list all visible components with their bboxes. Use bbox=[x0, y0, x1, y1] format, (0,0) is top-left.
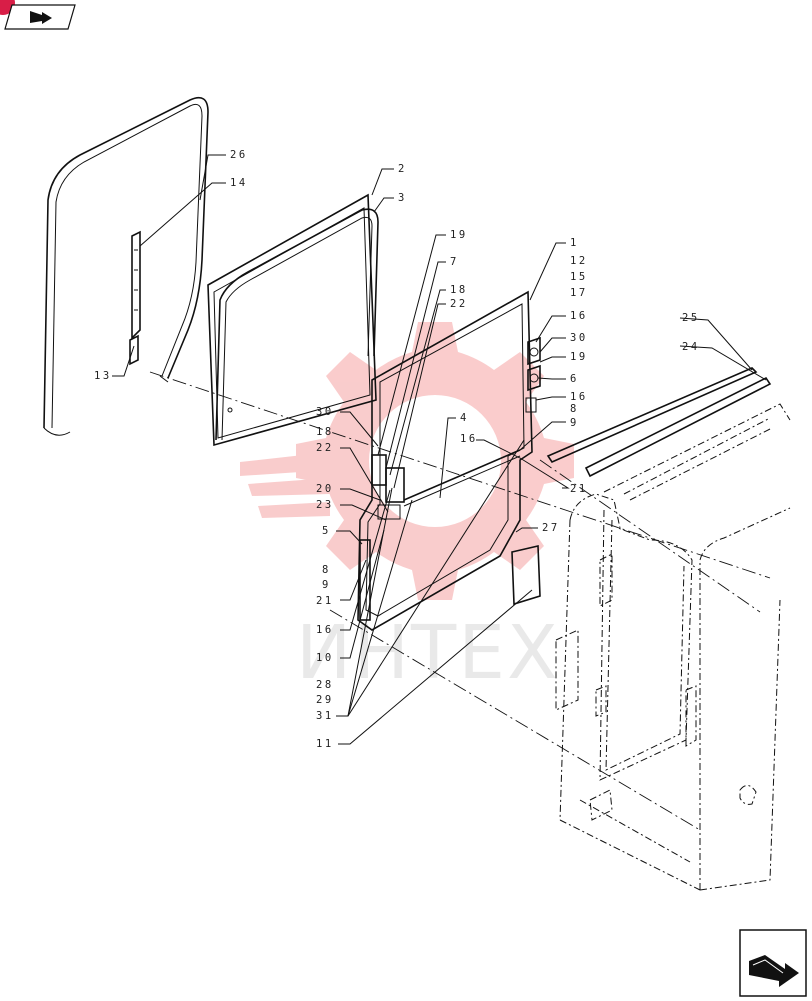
callout-19-top: 19 bbox=[450, 229, 468, 241]
callout-labels: 26 14 13 2 3 19 7 18 22 1 12 15 17 16 30… bbox=[94, 149, 700, 750]
part-26-outer-seal bbox=[43, 96, 209, 436]
callout-18-left: 18 bbox=[316, 426, 334, 438]
callout-5: 5 bbox=[322, 525, 331, 537]
callout-16-b: 16 bbox=[570, 391, 588, 403]
callout-6: 6 bbox=[570, 373, 579, 385]
previous-page-button[interactable] bbox=[4, 4, 76, 30]
next-page-button[interactable] bbox=[739, 929, 807, 997]
callout-24: 24 bbox=[682, 341, 700, 353]
part-1-door-frame bbox=[357, 290, 541, 631]
part-13-clip bbox=[129, 334, 139, 366]
callout-11: 11 bbox=[316, 738, 334, 750]
page-forward-arrow-icon bbox=[739, 929, 807, 997]
watermark: ИНТЕХ bbox=[240, 322, 574, 696]
part-25-strip bbox=[546, 367, 758, 464]
assembly-axis-lines bbox=[149, 371, 771, 831]
callout-16-d: 16 bbox=[316, 624, 334, 636]
callout-1: 1 bbox=[570, 237, 579, 249]
part-14-strip bbox=[131, 230, 141, 340]
callout-17: 17 bbox=[570, 287, 588, 299]
callout-19-right: 19 bbox=[570, 351, 588, 363]
callout-16-a: 16 bbox=[570, 310, 588, 322]
callout-3: 3 bbox=[398, 192, 407, 204]
callout-9-left: 9 bbox=[322, 579, 331, 591]
callout-31: 31 bbox=[316, 710, 334, 722]
callout-22-top: 22 bbox=[450, 298, 468, 310]
callout-30-right: 30 bbox=[570, 332, 588, 344]
callout-16-c: 16 bbox=[460, 433, 478, 445]
callout-9-right: 9 bbox=[570, 417, 579, 429]
gear-logo-icon bbox=[240, 322, 574, 600]
callout-23: 23 bbox=[316, 499, 334, 511]
callout-29: 29 bbox=[316, 694, 334, 706]
page-back-arrow-icon bbox=[4, 4, 76, 30]
callout-4: 4 bbox=[460, 412, 469, 424]
part-3-glass-seal bbox=[215, 208, 379, 441]
callout-21-right: 21 bbox=[570, 483, 588, 495]
callout-8-left: 8 bbox=[322, 564, 331, 576]
callout-18-top: 18 bbox=[450, 284, 468, 296]
part-2-glass-pane bbox=[207, 193, 377, 447]
callout-2: 2 bbox=[398, 163, 407, 175]
callout-12: 12 bbox=[570, 255, 588, 267]
callout-28: 28 bbox=[316, 679, 334, 691]
cab-body-outline bbox=[555, 403, 791, 891]
callout-8-right: 8 bbox=[570, 403, 579, 415]
callout-7: 7 bbox=[450, 256, 459, 268]
callout-10: 10 bbox=[316, 652, 334, 664]
callout-27: 27 bbox=[542, 522, 560, 534]
leader-lines bbox=[112, 154, 767, 745]
callout-13: 13 bbox=[94, 370, 112, 382]
callout-21-left: 21 bbox=[316, 595, 334, 607]
callout-30-left: 30 bbox=[316, 406, 334, 418]
callout-15: 15 bbox=[570, 271, 588, 283]
callout-14: 14 bbox=[230, 177, 248, 189]
part-24-strip bbox=[584, 376, 772, 478]
callout-20: 20 bbox=[316, 483, 334, 495]
callout-26: 26 bbox=[230, 149, 248, 161]
callout-22-left: 22 bbox=[316, 442, 334, 454]
callout-25: 25 bbox=[682, 312, 700, 324]
watermark-text: ИНТЕХ bbox=[296, 610, 560, 696]
